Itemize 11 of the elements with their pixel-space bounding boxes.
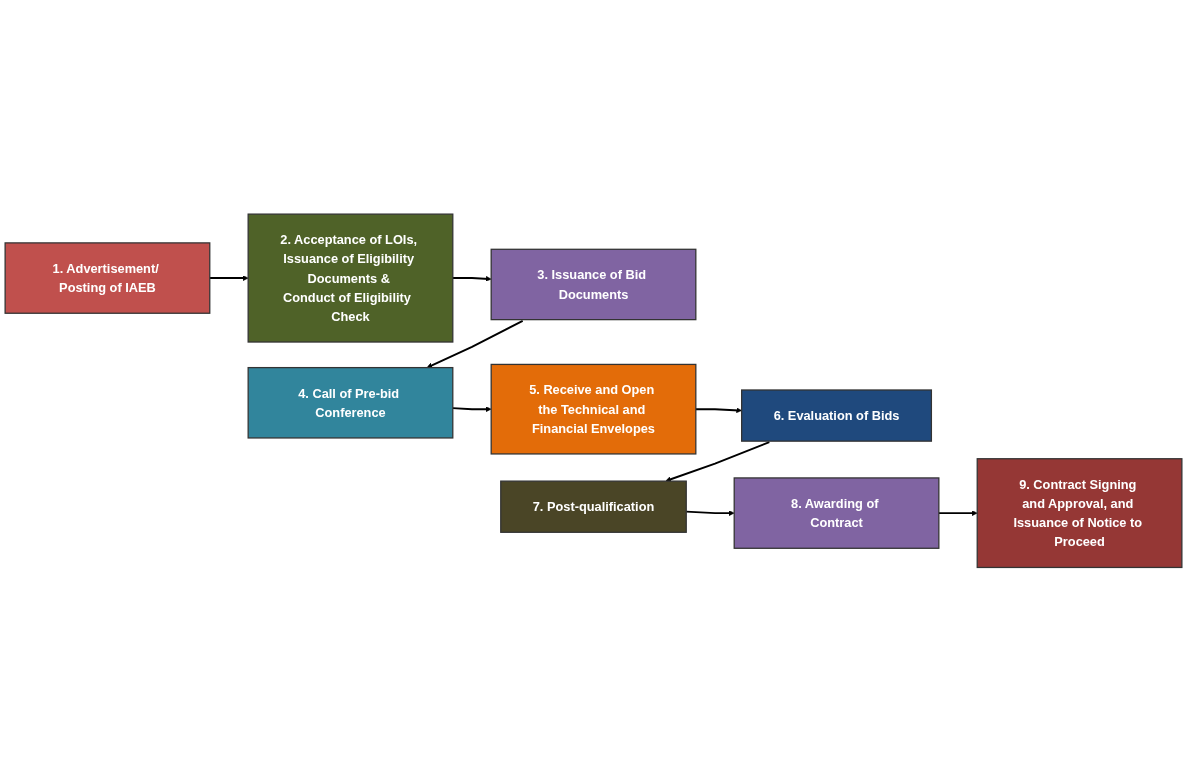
node-box: 4. Call of Pre-bid Conference [247, 366, 454, 439]
node-box: 5. Receive and Open the Technical and Financial Envelopes [490, 363, 697, 455]
node-box: 6. Evaluation of Bids [741, 389, 933, 442]
node-box: 9. Contract Signing and Approval, and Issuance of Notice to Proceed [976, 457, 1183, 568]
node-box: 1. Advertisement/ Posting of IAEB [4, 241, 211, 314]
node-box: 8. Awarding of Contract [733, 477, 940, 549]
arrow [426, 319, 524, 368]
arrow [665, 440, 771, 482]
node-box: 2. Acceptance of LOIs, Issuance of Eligibility Documents & Conduct of Eligibility Check [247, 213, 454, 343]
node-box: 7. Post-qualification [500, 480, 687, 533]
node-box: 3. Issuance of Bid Documents [490, 248, 697, 320]
